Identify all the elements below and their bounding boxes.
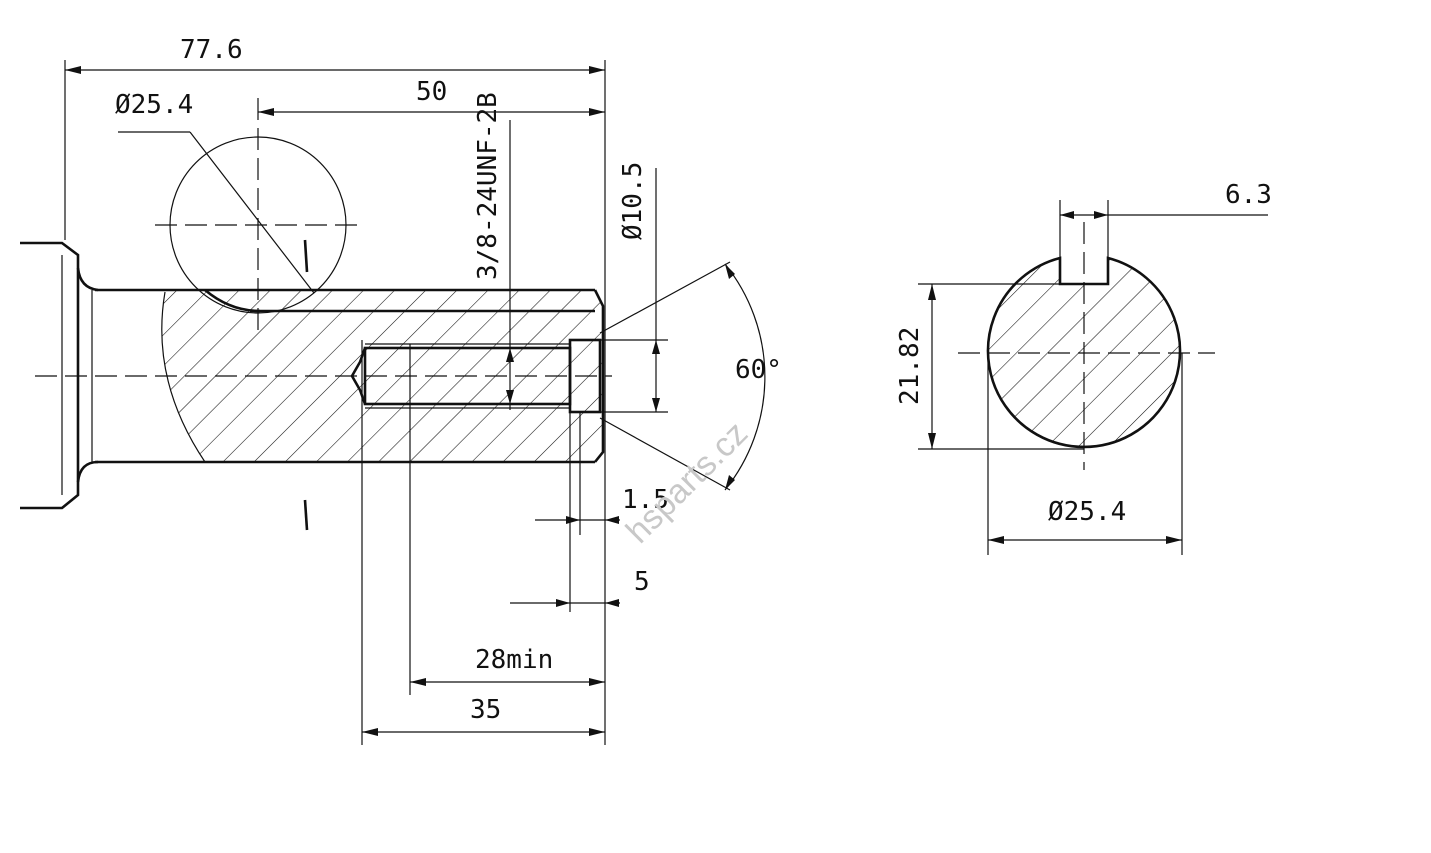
label-21-82: 21.82 [895, 327, 925, 405]
angle-arc [724, 263, 766, 491]
arrows-1-5 [566, 516, 619, 524]
counterbore [568, 338, 602, 414]
label-35: 35 [470, 695, 501, 725]
arrows-5 [556, 599, 619, 607]
arrows-thread [506, 348, 514, 404]
cross-section-view [918, 200, 1268, 555]
arrows-6-3 [1060, 211, 1108, 219]
cross-section-labels: 6.3 21.82 Ø25.4 [895, 180, 1272, 527]
label-60-deg: 60° [735, 355, 782, 385]
fillet-top [76, 267, 99, 292]
section-mark-bottom [303, 499, 309, 531]
keyway-runout [204, 289, 261, 313]
label-5: 5 [634, 567, 650, 597]
label-key-dia-left: Ø25.4 [115, 90, 193, 120]
label-6-3: 6.3 [1225, 180, 1272, 210]
section-mark-top [303, 239, 309, 273]
shaft-hatch [161, 290, 604, 462]
label-shaft-dia: Ø25.4 [1048, 497, 1126, 527]
label-28min: 28min [475, 645, 553, 675]
label-bore-dia: Ø10.5 [618, 162, 648, 240]
angle-leg-bottom [599, 417, 731, 491]
watermark: hsparts.cz [619, 414, 755, 550]
angle-leg-top [599, 261, 731, 334]
shaft-dimension-labels: 77.6 Ø25.4 50 3/8-24UNF-2B Ø10.5 60° 1.5… [115, 35, 782, 725]
shaft-dimensions [64, 60, 766, 745]
shaft-flange [20, 241, 80, 510]
label-77-6: 77.6 [180, 35, 243, 65]
label-thread: 3/8-24UNF-2B [473, 92, 503, 280]
shaft-end-chamfer [593, 289, 605, 463]
section-hatch [988, 258, 1180, 447]
section-break-line [161, 291, 206, 463]
section-outline [986, 256, 1182, 449]
label-50: 50 [416, 77, 447, 107]
shaft-side-view [20, 98, 612, 531]
fillet-bottom [76, 460, 99, 483]
label-1-5: 1.5 [622, 485, 669, 515]
cutter-dia-line [189, 131, 315, 294]
